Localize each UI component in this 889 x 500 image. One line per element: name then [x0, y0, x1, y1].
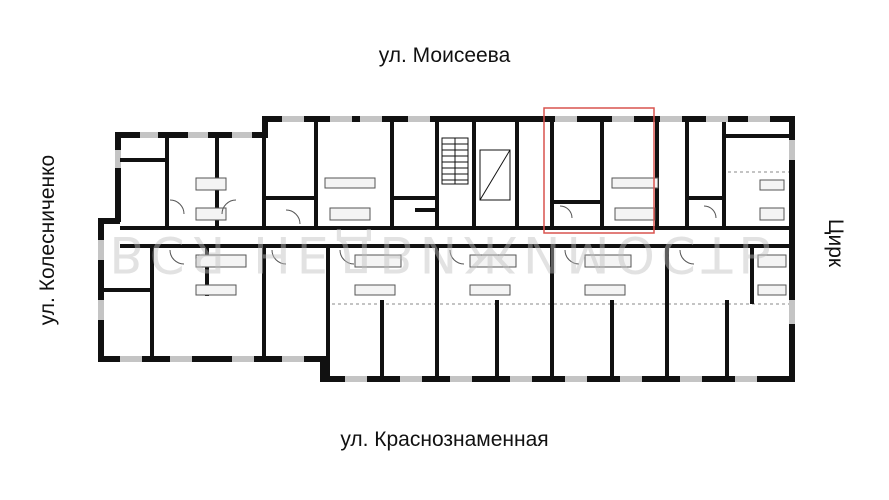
street-label-top: ул. Моисеева	[378, 44, 511, 67]
street-label-right: Цирк	[824, 218, 847, 268]
corridor-walls	[120, 226, 792, 248]
street-label-bottom: ул. Краснознаменная	[340, 428, 549, 451]
staircase	[441, 137, 511, 201]
fixtures	[195, 177, 787, 296]
door-swings	[169, 199, 717, 265]
windows	[98, 116, 795, 382]
street-label-left: ул. Колесниченко	[36, 154, 59, 326]
highlighted-apartment[interactable]	[543, 107, 655, 234]
partitions-south	[104, 248, 754, 376]
balcony-lines	[326, 171, 789, 305]
